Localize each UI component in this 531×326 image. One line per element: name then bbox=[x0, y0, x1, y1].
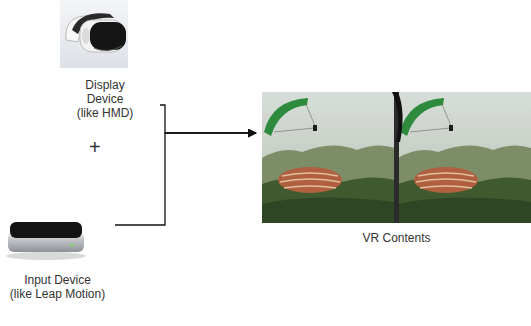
picture-node: Display Device (like HMD) bbox=[50, 0, 160, 120]
plus-sign: + bbox=[89, 137, 101, 157]
flow-arrow bbox=[115, 133, 256, 225]
picture-node: VR Contents bbox=[262, 92, 531, 245]
hmd-picture bbox=[50, 0, 160, 70]
picture-node: Input Device (like Leap Motion) bbox=[0, 210, 115, 301]
caption-text: Input Device (like Leap Motion) bbox=[1, 273, 114, 301]
vr-contents-picture bbox=[262, 92, 531, 223]
leap-motion-picture bbox=[0, 210, 115, 265]
caption-text: Display Device (like HMD) bbox=[73, 78, 137, 120]
flow-arrow bbox=[160, 105, 256, 133]
caption-text: VR Contents bbox=[297, 231, 497, 245]
